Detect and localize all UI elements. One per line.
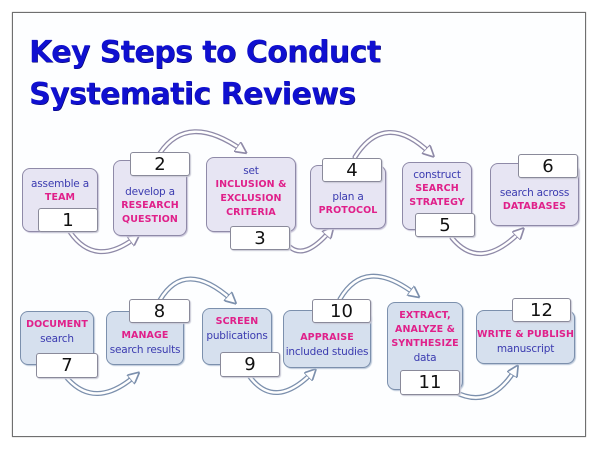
title-line-1: Key Steps to Conduct [29,35,381,70]
step-8-line-2: search results [109,344,181,356]
step-7-line-2: search [40,333,74,345]
step-6-line-2: DATABASES [502,200,567,212]
step-3-number: 3 [230,226,290,250]
step-2-number: 2 [130,152,190,176]
step-9-number: 9 [220,352,280,377]
step-3-line-3: EXCLUSION [220,192,282,204]
step-10-line-2: included studies [285,346,369,358]
step-5-number: 5 [415,213,475,237]
step-4-line-1: plan a [332,191,364,203]
step-12-line-1: WRITE & PUBLISH [477,329,574,340]
step-11-line-4: data [413,352,437,364]
slide-title: Key Steps to Conduct Systematic Reviews [29,32,381,116]
step-1-number: 1 [38,208,98,232]
step-9-line-1: SCREEN [215,315,259,327]
step-7-line-1: DOCUMENT [26,319,88,330]
arrow-2-to-3-inner [158,130,242,153]
step-3-line-2: INCLUSION & [215,178,287,190]
arrow-8-to-9 [157,276,235,303]
step-3-line-1: set [243,164,259,177]
step-10-line-1: APPRAISE [300,332,354,343]
step-8-line-1: MANAGE [121,330,169,341]
arrow-11-to-12-inner [453,370,515,399]
step-5-line-1: construct [413,169,461,181]
step-3-box: set INCLUSION & EXCLUSION CRITERIA [206,157,296,232]
step-10-number: 10 [312,299,371,323]
step-6-number: 6 [518,154,578,178]
step-3-line-4: CRITERIA [226,206,276,218]
arrow-3-to-4-inner [288,231,330,253]
arrow-1-to-2-inner [68,230,135,253]
step-4-number: 4 [322,158,382,182]
step-11-line-3: SYNTHESIZE [391,338,459,349]
arrow-8-to-9-inner [158,277,232,300]
step-11-line-1: EXTRACT, [399,310,451,321]
step-12-number: 12 [512,298,571,322]
arrow-10-to-11-inner [338,274,415,301]
arrow-7-to-8-inner [65,376,135,395]
step-6-line-1: search across [499,186,570,199]
step-11-line-2: ANALYZE & [395,324,455,335]
step-5-line-2: SEARCH [415,183,459,194]
step-1-line-1: assemble a [31,178,89,190]
step-9-line-2: publications [206,329,268,342]
arrow-4-to-5-inner [353,131,430,157]
step-7-number: 7 [36,353,98,378]
title-line-2: Systematic Reviews [29,77,356,112]
step-2-line-1: develop a [125,186,175,198]
step-11-number: 11 [400,370,460,395]
step-2-line-3: QUESTION [122,214,178,225]
step-12-line-2: manuscript [496,343,555,355]
step-4-line-2: PROTOCOL [318,205,378,216]
arrow-9-to-10-inner [248,373,312,394]
step-1-line-2: TEAM [44,192,76,203]
step-2-line-2: RESEARCH [121,200,179,211]
arrow-5-to-6-inner [450,232,520,255]
step-5-line-3: STRATEGY [409,197,465,208]
step-8-number: 8 [129,299,190,323]
